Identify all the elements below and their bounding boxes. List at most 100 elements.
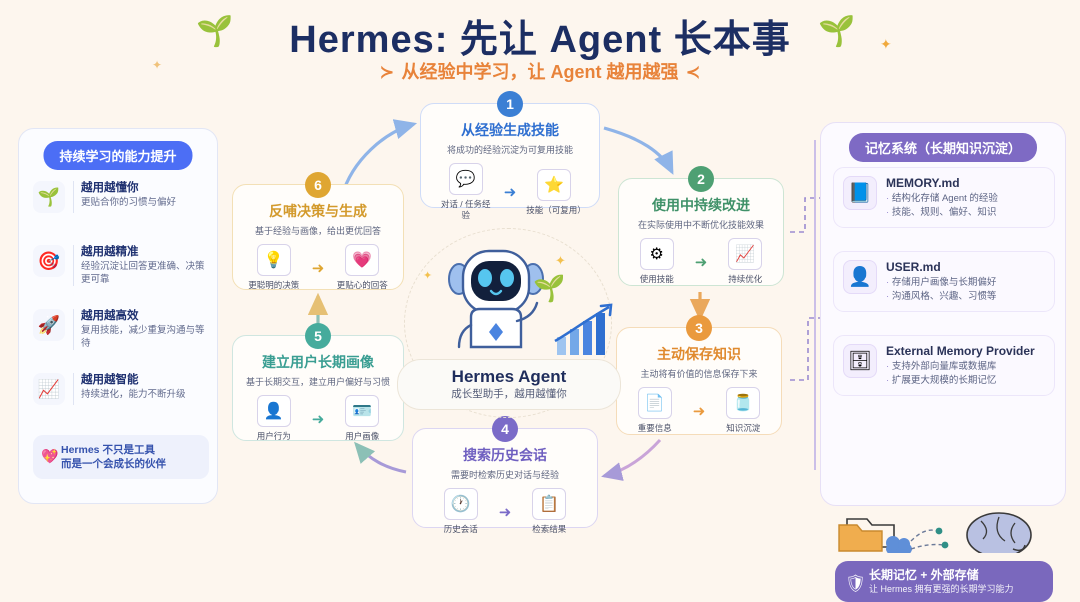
capability-desc: 持续进化，能力不断升级	[81, 389, 186, 400]
step-to-label: 更贴心的回答	[336, 280, 388, 290]
page-subtitle: ≻从经验中学习，让 Agent 越用越强≺	[0, 58, 1080, 84]
sparkle-icon: ✦	[555, 253, 566, 268]
capability-item-2: 🚀 越用越高效 复用技能，减少重复沟通与等待	[33, 309, 209, 350]
step-node-4[interactable]: 4 搜索历史会话 需要时检索历史对话与经验 🕐 历史会话 ➜ 📋 检索结果	[412, 416, 598, 534]
step-from-label: 用户行为	[256, 431, 291, 441]
memory-card-bullet: 存储用户画像与长期偏好	[886, 276, 997, 289]
step-node-3[interactable]: 3 主动保存知识 主动将有价值的信息保存下来 📄 重要信息 ➜ 🫙 知识沉淀	[616, 315, 782, 435]
sprout-icon-right: 🌱	[818, 15, 856, 48]
capability-title: 越用越懂你	[81, 182, 139, 194]
capability-desc: 复用技能，减少重复沟通与等待	[81, 325, 205, 349]
arrow-right-icon: ➜	[694, 253, 708, 271]
chevron-right-icon: ≻	[379, 62, 395, 82]
step-to-label: 持续优化	[728, 274, 763, 284]
capability-desc: 经验沉淀让回答更准确、决策更可靠	[81, 261, 205, 285]
sparkle-icon-left: ✦	[152, 58, 163, 72]
partner-note: 💖 Hermes 不只是工具 而是一个会成长的伙伴	[33, 435, 209, 479]
step-title: 反哺决策与生成	[269, 203, 367, 219]
rocket-icon: 🚀	[33, 309, 65, 341]
step-to-label: 知识沉淀	[726, 423, 761, 433]
sprout-icon: 🌱	[33, 181, 65, 213]
heart-icon: 💖	[41, 448, 59, 464]
step-title: 搜索历史会话	[463, 447, 547, 463]
step-to-label: 技能（可复用）	[526, 204, 586, 215]
step-desc: 将成功的经验沉淀为可复用技能	[446, 145, 573, 155]
memory-card-title: MEMORY.md	[886, 176, 960, 190]
step-from-label: 对话 / 任务经验	[440, 199, 491, 220]
step-number: 6	[305, 172, 331, 198]
step-node-1[interactable]: 1 从经验生成技能 将成功的经验沉淀为可复用技能 💬 对话 / 任务经验 ➜ ⭐…	[420, 91, 600, 220]
arrow-right-icon: ➜	[503, 184, 517, 201]
banner-title: 长期记忆 + 外部存储	[869, 568, 979, 582]
step-number: 1	[497, 91, 523, 117]
growth-chart-icon	[554, 303, 613, 355]
step-desc: 在实际使用中不断优化技能效果	[637, 220, 764, 230]
step-desc: 基于长期交互，建立用户偏好与习惯	[245, 377, 390, 387]
capability-panel: 持续学习的能力提升 🌱 越用越懂你 更贴合你的习惯与偏好 🎯 越用越精准 经验沉…	[18, 128, 218, 504]
heart-reply-icon: 💗	[345, 244, 380, 276]
agent-name: Hermes Agent	[451, 367, 567, 386]
sprout-icon-left: 🌱	[196, 15, 234, 48]
arrow-right-icon: ➜	[692, 402, 706, 420]
step-number: 2	[688, 166, 714, 192]
book-icon: 📘	[843, 176, 877, 210]
capability-title: 越用越高效	[81, 310, 139, 322]
step-desc: 基于经验与画像，给出更优回答	[254, 226, 381, 236]
memory-flow-illustration	[838, 512, 1032, 553]
capability-panel-title: 持续学习的能力提升	[43, 141, 193, 170]
gear-icon: ⚙	[639, 238, 674, 270]
partner-note-line1: Hermes 不只是工具	[61, 444, 155, 456]
memory-card-user-md[interactable]: 👤 USER.md 存储用户画像与长期偏好 沟通风格、兴趣、习惯等	[833, 251, 1055, 312]
memory-card-bullet: 沟通风格、兴趣、习惯等	[886, 290, 997, 303]
target-icon: 🎯	[33, 245, 65, 277]
step-node-6[interactable]: 6 反哺决策与生成 基于经验与画像，给出更优回答 💡 更聪明的决策 ➜ 💗 更贴…	[232, 172, 404, 290]
database-icon: 🗄	[843, 344, 877, 378]
capability-item-1: 🎯 越用越精准 经验沉淀让回答更准确、决策更可靠	[33, 245, 209, 286]
step-number: 3	[686, 315, 712, 341]
step-desc: 需要时检索历史对话与经验	[450, 470, 559, 480]
arrow-right-icon: ➜	[311, 410, 325, 428]
infographic-canvas: Hermes: 先让 Agent 长本事 ≻ 从经验中学习，让 Agent 越用越…	[0, 0, 1080, 516]
step-node-2[interactable]: 2 使用中持续改进 在实际使用中不断优化技能效果 ⚙ 使用技能 ➜ 📈 持续优化	[618, 166, 784, 286]
step-from-label: 更聪明的决策	[248, 280, 300, 290]
step-desc: 主动将有价值的信息保存下来	[640, 369, 758, 379]
capability-desc: 更贴合你的习惯与偏好	[81, 197, 177, 208]
step-to-label: 检索结果	[532, 524, 567, 534]
document-icon: 📄	[637, 387, 672, 419]
step-number: 5	[305, 323, 331, 349]
memory-system-panel: 记忆系统（长期知识沉淀） 📘 MEMORY.md 结构化存储 Agent 的经验…	[820, 122, 1066, 602]
partner-note-line2: 而是一个会成长的伙伴	[61, 458, 166, 470]
trend-up-icon: 📈	[728, 238, 763, 270]
capability-title: 越用越精准	[81, 246, 139, 258]
user-icon: 👤	[843, 260, 877, 294]
capability-title: 越用越智能	[81, 374, 139, 386]
arrow-right-icon: ➜	[498, 503, 512, 521]
clock-icon: 🕐	[443, 488, 478, 520]
memory-card-external-provider[interactable]: 🗄 External Memory Provider 支持外部向量库或数据库 扩…	[833, 335, 1055, 396]
step-title: 主动保存知识	[657, 346, 741, 362]
agent-name-card: Hermes Agent 成长型助手，越用越懂你	[397, 359, 621, 410]
robot-mascot	[448, 249, 544, 349]
step-node-5[interactable]: 5 建立用户长期画像 基于长期交互，建立用户偏好与习惯 👤 用户行为 ➜ 🪪 用…	[232, 323, 404, 441]
chart-up-icon: 📈	[33, 373, 65, 405]
sparkle-icon-right: ✦	[880, 36, 892, 52]
step-title: 使用中持续改进	[652, 197, 750, 213]
memory-card-bullet: 结构化存储 Agent 的经验	[886, 192, 998, 205]
capability-item-0: 🌱 越用越懂你 更贴合你的习惯与偏好	[33, 181, 209, 213]
agent-tagline: 成长型助手，越用越懂你	[451, 388, 567, 400]
seedling-icon: 🌱	[533, 273, 566, 303]
memory-card-bullet: 扩展更大规模的长期记忆	[886, 374, 1035, 387]
subtitle-text: 从经验中学习，让 Agent 越用越强	[401, 62, 679, 82]
user-profile-icon: 🪪	[345, 395, 380, 427]
capability-item-3: 📈 越用越智能 持续进化，能力不断升级	[33, 373, 209, 405]
lightbulb-icon: 💡	[256, 244, 291, 276]
step-to-label: 用户画像	[345, 431, 380, 441]
memory-card-memory-md[interactable]: 📘 MEMORY.md 结构化存储 Agent 的经验 技能、规则、偏好、知识	[833, 167, 1055, 228]
memory-system-title: 记忆系统（长期知识沉淀）	[848, 133, 1038, 162]
banner-subtitle: 让 Hermes 拥有更强的长期学习能力	[869, 584, 1014, 594]
page-title: Hermes: 先让 Agent 长本事	[289, 19, 791, 61]
step-title: 建立用户长期画像	[262, 354, 374, 370]
memory-card-title: External Memory Provider	[886, 344, 1035, 358]
list-results-icon: 📋	[532, 488, 567, 520]
long-term-memory-banner: 🛡 长期记忆 + 外部存储 让 Hermes 拥有更强的长期学习能力	[835, 561, 1053, 602]
